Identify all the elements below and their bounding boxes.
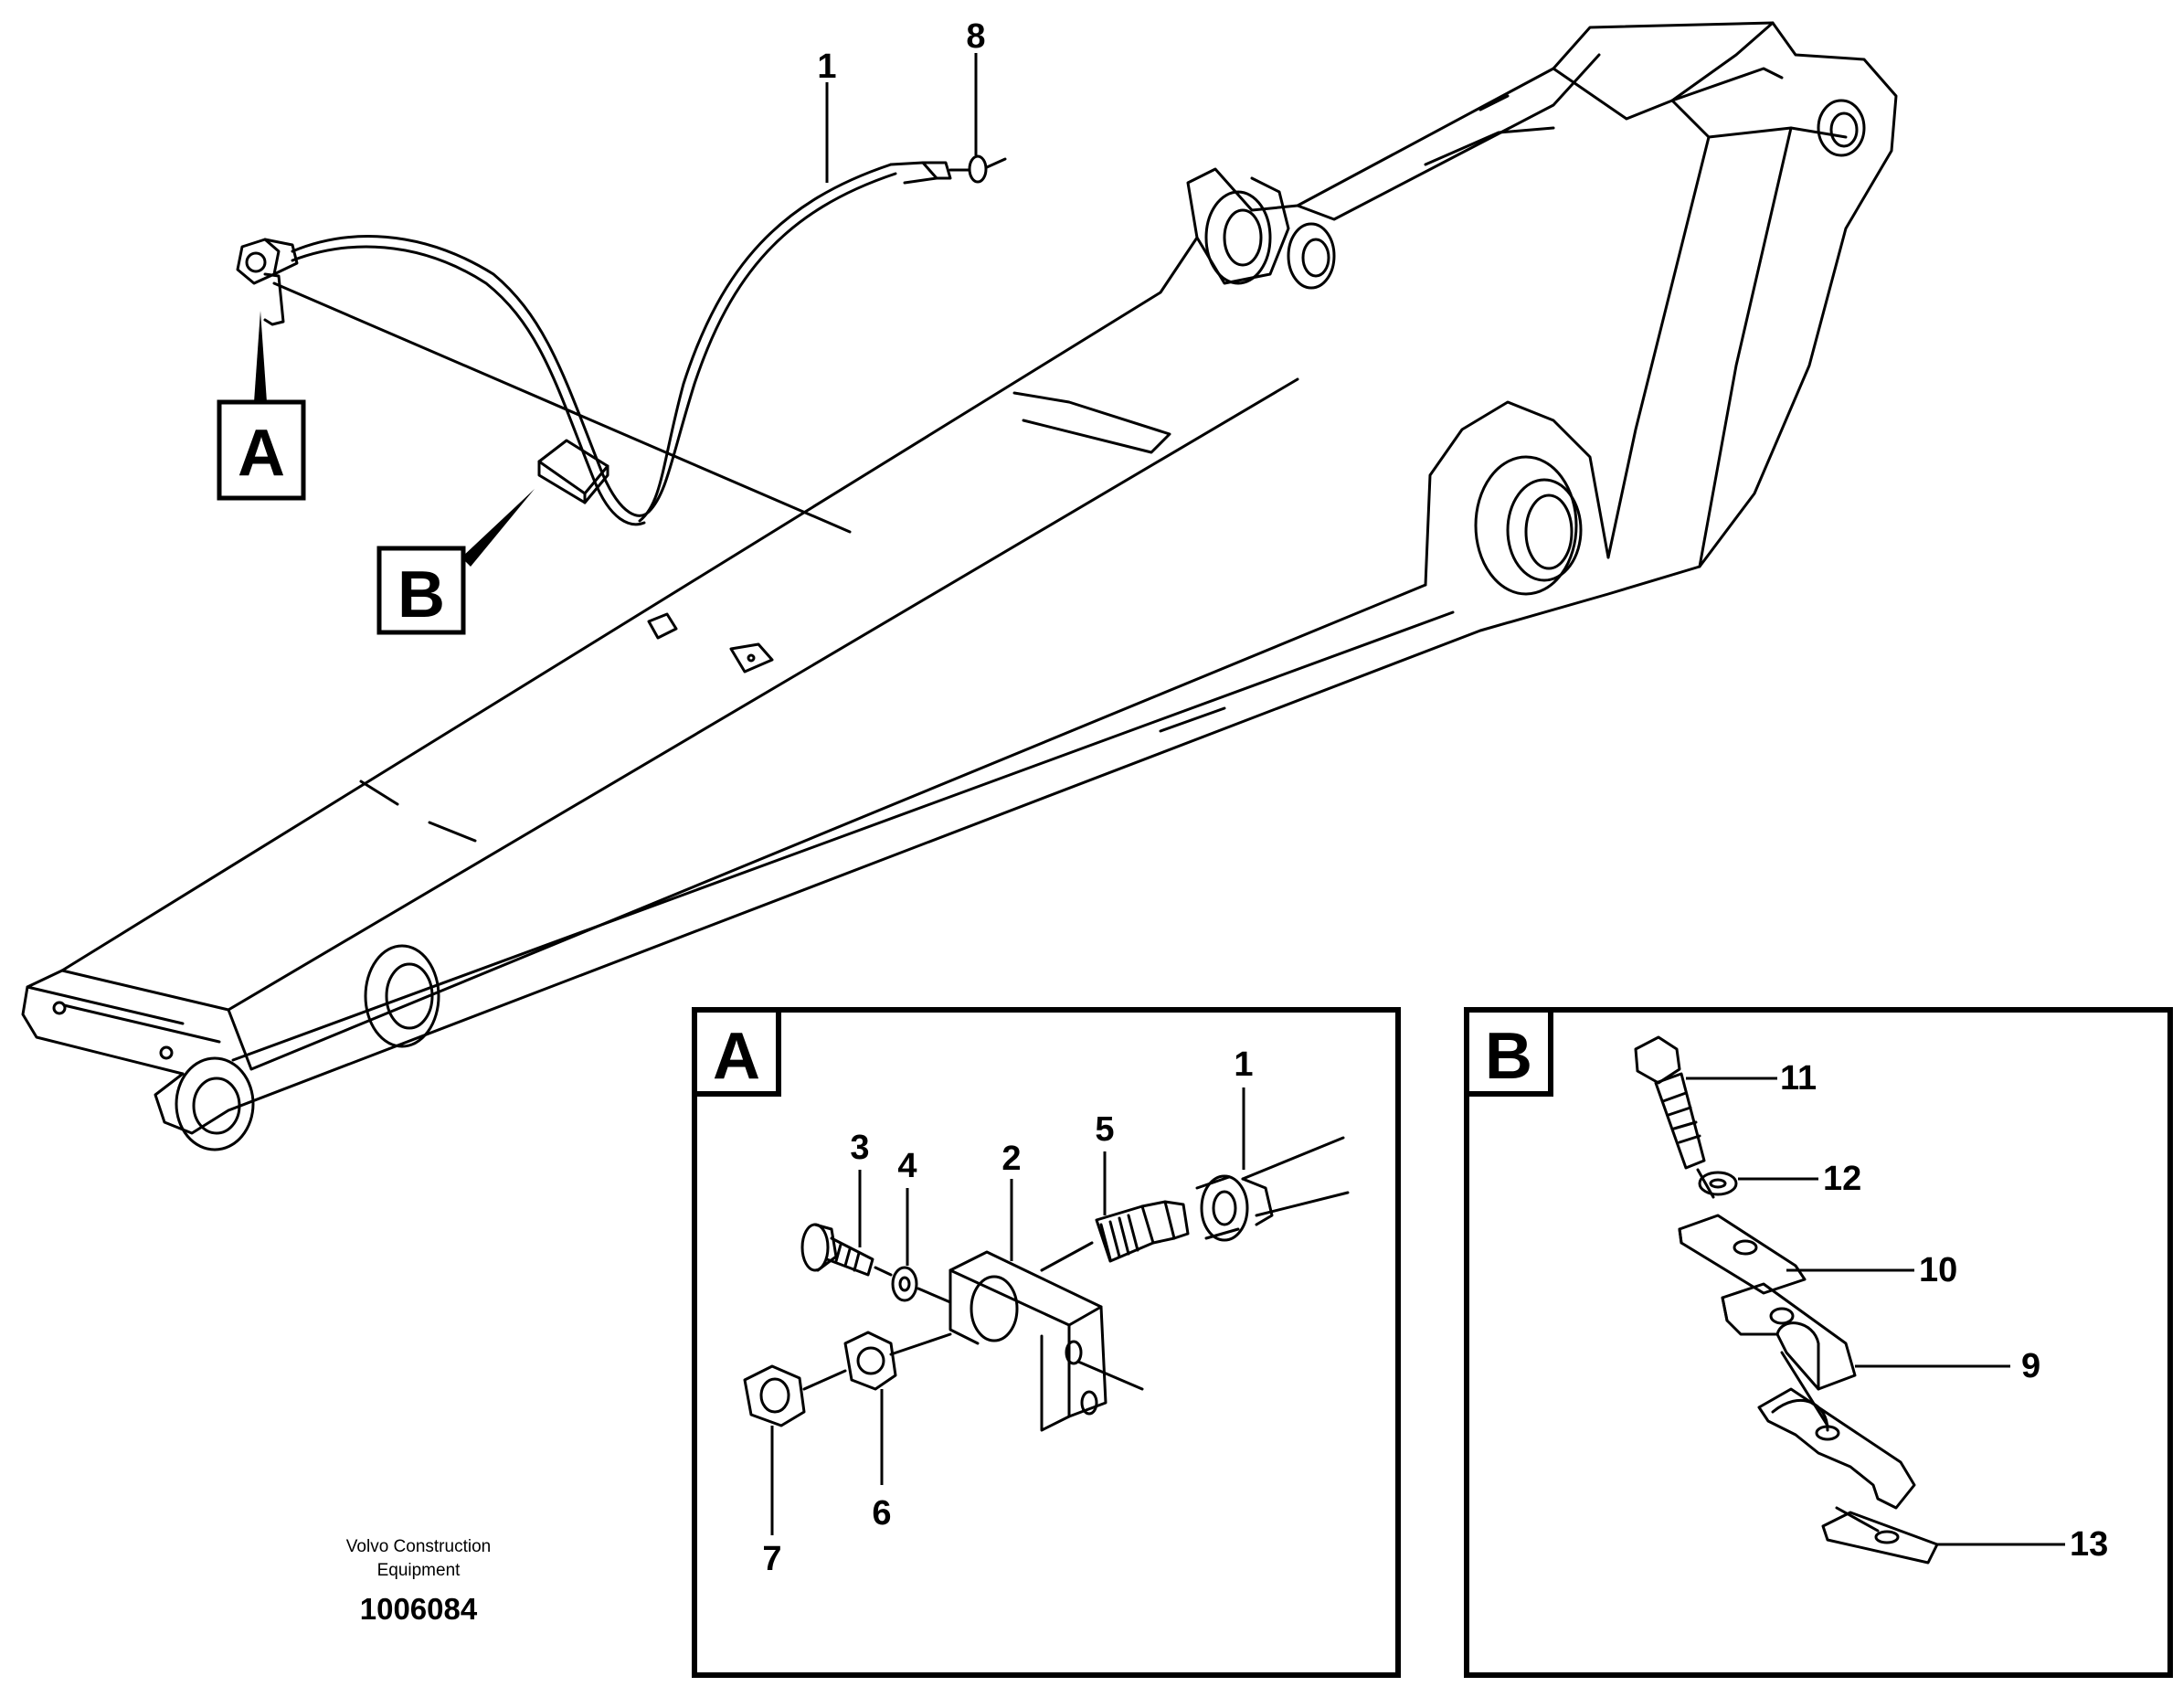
detail-b-label-13: 13 xyxy=(2070,1525,2108,1564)
ref-pointers xyxy=(254,311,535,567)
ref-box-b-label: B xyxy=(397,558,445,631)
detail-a-label-7: 7 xyxy=(762,1540,781,1578)
detail-a-label-4: 4 xyxy=(897,1147,917,1185)
detail-b-label-11: 11 xyxy=(1780,1059,1817,1098)
detail-a-label-3: 3 xyxy=(850,1129,869,1167)
detail-a-leaders xyxy=(770,1087,1245,1535)
detail-a-label-6: 6 xyxy=(872,1494,891,1533)
detail-b-label-12: 12 xyxy=(1823,1160,1861,1198)
detail-b-label-10: 10 xyxy=(1919,1251,1957,1289)
footer: Volvo Construction Equipment 1006084 xyxy=(346,1537,491,1626)
detail-a-label-1: 1 xyxy=(1234,1045,1253,1084)
detail-b-title: B xyxy=(1485,1020,1532,1093)
detail-b-parts xyxy=(1634,1035,1939,1565)
footer-line-1: Volvo Construction xyxy=(346,1537,491,1556)
boom-arm xyxy=(21,21,1898,1151)
drawing-number: 1006084 xyxy=(360,1592,478,1626)
callout-main-8: 8 xyxy=(966,17,985,56)
detail-a-panel: A xyxy=(692,1007,1401,1678)
detail-b-label-9: 9 xyxy=(2021,1347,2040,1385)
detail-a-label-5: 5 xyxy=(1095,1110,1114,1149)
ref-box-a-label: A xyxy=(238,417,285,490)
ref-box-a: A xyxy=(217,399,306,501)
ref-box-b: B xyxy=(376,546,466,635)
detail-b-leaders xyxy=(1686,1077,2065,1546)
main-callouts xyxy=(825,53,978,183)
detail-a-label-2: 2 xyxy=(1001,1140,1021,1178)
detail-a-parts xyxy=(743,1136,1350,1432)
detail-a-title: A xyxy=(713,1020,760,1093)
callout-main-1: 1 xyxy=(817,48,836,86)
detail-b-panel: B xyxy=(1464,1007,2173,1678)
hose-assembly xyxy=(236,154,1007,534)
footer-line-2: Equipment xyxy=(377,1561,461,1580)
